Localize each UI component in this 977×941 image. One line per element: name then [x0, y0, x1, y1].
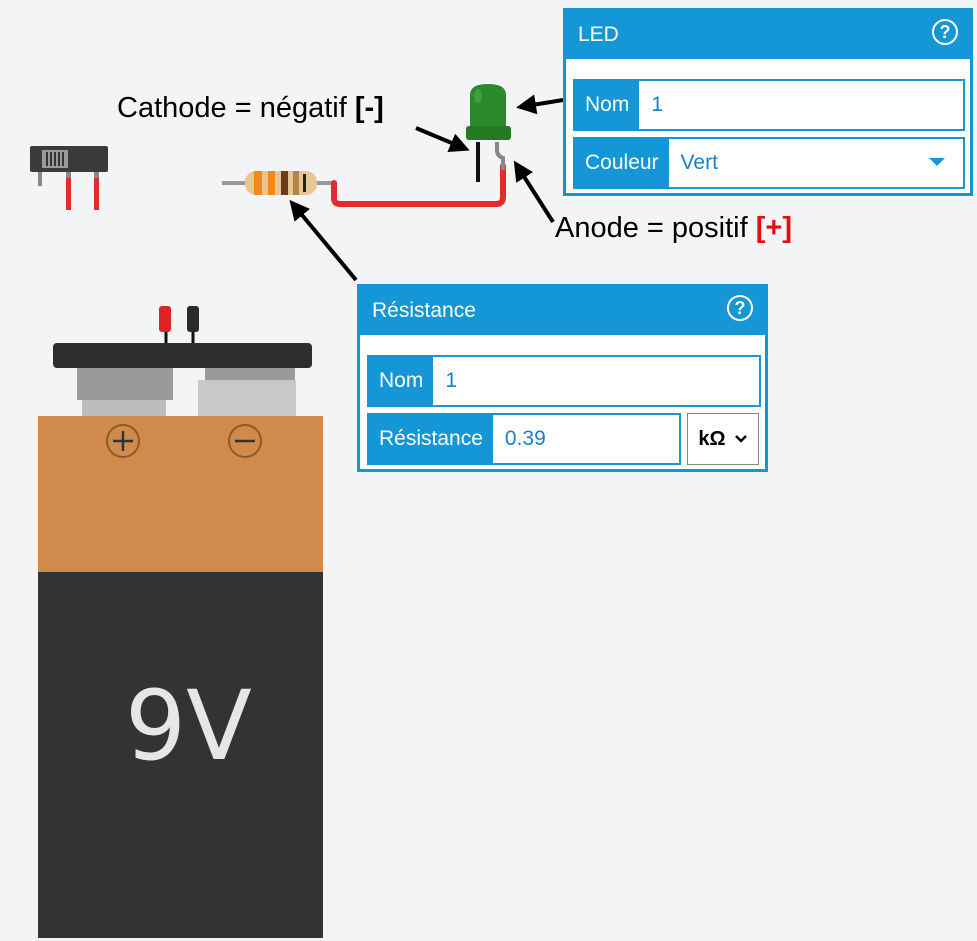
led-panel-title: LED [578, 23, 619, 46]
resistor-panel-title: Résistance [372, 299, 476, 322]
led-name-label: Nom [575, 81, 640, 129]
resistor-unit-value: kΩ [698, 427, 726, 450]
battery-9v[interactable] [38, 306, 323, 938]
anode-text: Anode = positif [555, 212, 756, 244]
resistor-properties-panel: Résistance ? Nom 1 Résistance 0.39 kΩ [357, 284, 768, 472]
led-color-row: Couleur Vert [573, 137, 965, 189]
resistor-name-row: Nom 1 [367, 355, 761, 407]
led-properties-panel: LED ? Nom 1 Couleur Vert [563, 8, 973, 196]
resistor-name-input[interactable]: 1 [445, 369, 458, 392]
help-icon[interactable]: ? [932, 19, 958, 45]
resistor-value-input[interactable]: 0.39 [504, 427, 546, 450]
cathode-annotation: Cathode = négatif [-] [117, 92, 384, 125]
led-name-input[interactable]: 1 [651, 93, 664, 116]
led-name-row: Nom 1 [573, 79, 965, 131]
chevron-down-icon [929, 158, 945, 166]
resistor-panel-arrow [289, 199, 358, 282]
resistor-value-row: Résistance 0.39 [367, 413, 681, 465]
led-color-label: Couleur [575, 139, 669, 187]
chevron-down-icon [734, 435, 747, 443]
red-wire [331, 163, 506, 207]
led-component[interactable] [466, 84, 511, 182]
resistor[interactable] [222, 171, 334, 195]
battery-voltage-label: 9V [125, 670, 252, 782]
annotation-arrows [289, 94, 564, 282]
resistor-unit-select[interactable]: kΩ [687, 413, 759, 465]
resistor-name-label: Nom [369, 357, 434, 405]
led-color-value: Vert [680, 151, 718, 174]
led-color-select[interactable]: Vert [669, 139, 963, 187]
led-panel-header: LED ? [566, 11, 970, 59]
cathode-arrow [415, 126, 470, 153]
anode-arrow [513, 160, 555, 224]
slide-switch[interactable] [30, 146, 108, 210]
help-icon[interactable]: ? [727, 295, 753, 321]
anode-annotation: Anode = positif [+] [555, 212, 792, 245]
cathode-text: Cathode = négatif [117, 92, 355, 124]
anode-sign: [+] [755, 212, 792, 244]
led-panel-arrow [516, 94, 564, 115]
resistor-value-label: Résistance [369, 415, 493, 463]
cathode-sign: [-] [354, 92, 384, 124]
resistor-panel-header: Résistance ? [360, 287, 765, 335]
